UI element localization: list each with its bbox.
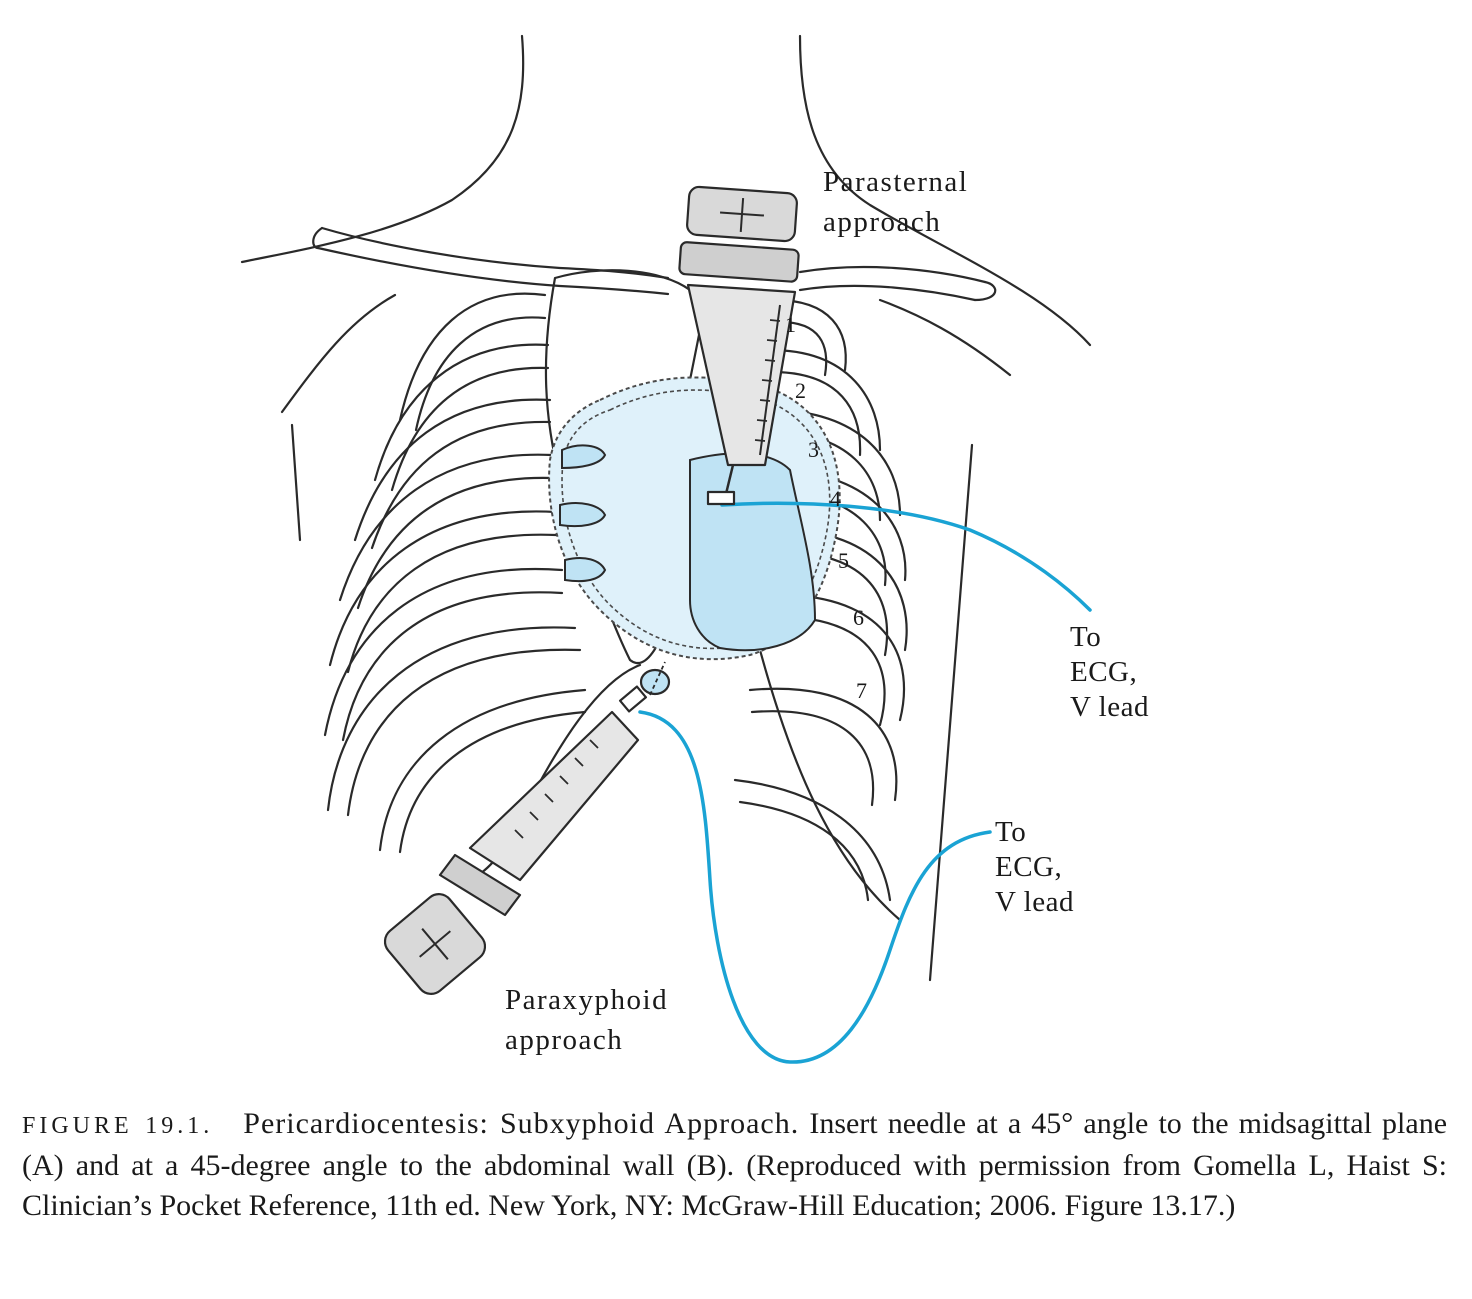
rib-number-1: 1 <box>785 312 796 337</box>
paraxyphoid-label-line2: approach <box>505 1024 624 1056</box>
ribs-left <box>323 292 587 854</box>
ecg-upper-label-line2: ECG, <box>1070 656 1138 688</box>
pericardiocentesis-diagram <box>240 34 1092 1064</box>
ecg-wires <box>638 501 1092 1064</box>
clavicles <box>312 226 997 302</box>
rib-number-5: 5 <box>838 548 849 573</box>
figure-title: Pericardiocentesis: Subxyphoid Approach. <box>243 1107 800 1140</box>
paraxyphoid-syringe <box>383 661 671 995</box>
ecg-lower-label-line3: V lead <box>995 886 1074 918</box>
rib-number-7: 7 <box>856 678 867 703</box>
caption-text: Insert needle at a 45° angle to the mids… <box>22 1107 1448 1222</box>
parasternal-label-line1: Parasternal <box>823 166 969 198</box>
ecg-lower-label-line2: ECG, <box>995 851 1063 883</box>
figure-number: FIGURE 19.1. <box>22 1113 214 1139</box>
figure-caption: FIGURE 19.1. Pericardiocentesis: Subxypho… <box>22 1104 1447 1226</box>
rib-number-2: 2 <box>795 378 806 403</box>
rib-number-6: 6 <box>853 605 864 630</box>
rib-number-3: 3 <box>808 437 819 462</box>
ecg-upper-label-line1: To <box>1070 621 1102 653</box>
rib-number-4: 4 <box>830 486 841 511</box>
sternum <box>544 269 702 665</box>
parasternal-label-line2: approach <box>823 206 942 238</box>
body-outline <box>240 34 1092 982</box>
ribs-right <box>733 298 908 922</box>
ecg-lower-label-line1: To <box>995 816 1027 848</box>
paraxyphoid-label-line1: Paraxyphoid <box>505 984 669 1016</box>
ecg-upper-label-line3: V lead <box>1070 691 1149 723</box>
parasternal-syringe <box>678 185 800 506</box>
